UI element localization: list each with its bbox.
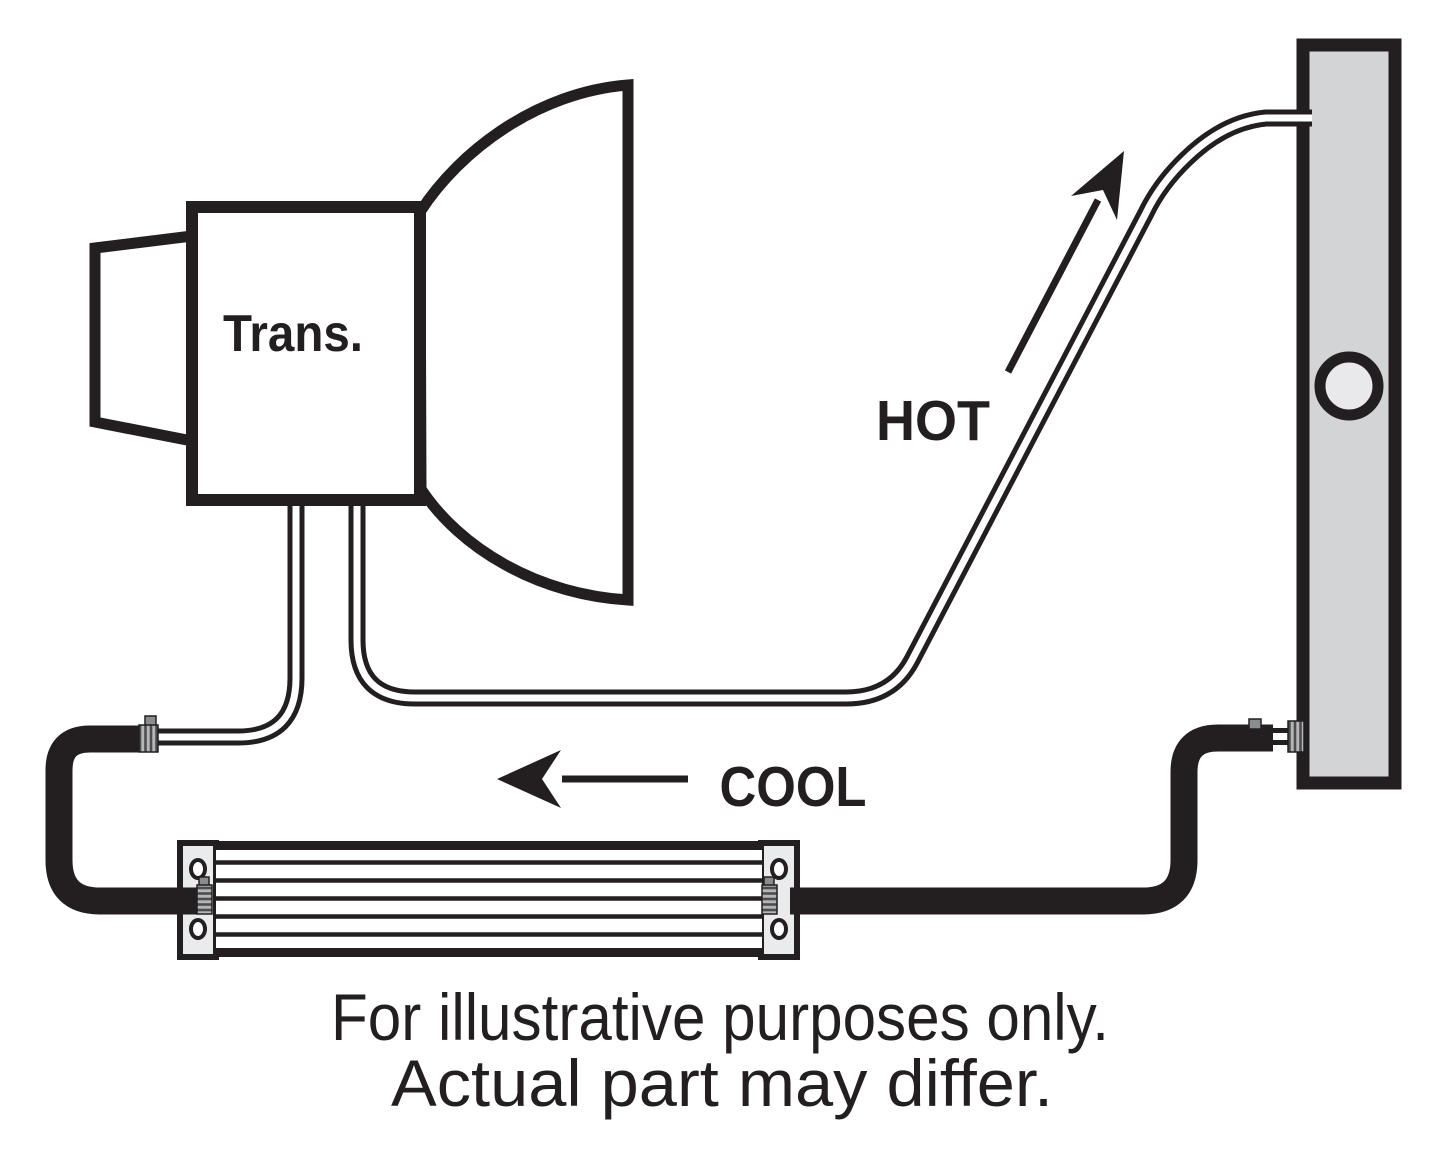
cooler-hoses: [45, 724, 1273, 915]
radiator-hose-nub: [1248, 718, 1262, 730]
transmission-label: Trans.: [223, 305, 363, 363]
hot-supply-line: [348, 109, 1312, 707]
cooler-mount-holes: [189, 858, 788, 940]
cooler-right-fitting: [761, 884, 778, 915]
cool-line-outer: [157, 498, 305, 746]
mount-hole: [770, 858, 788, 880]
radiator-to-cooler-hose: [790, 724, 1273, 915]
cool-arrow-icon: [497, 750, 561, 808]
hot-flow-annotation: HOT: [876, 151, 1124, 453]
mount-hole: [770, 918, 788, 940]
caption-line-2: Actual part may differ.: [391, 1046, 1053, 1120]
transmission-case: [186, 201, 426, 506]
radiator: [1296, 38, 1402, 790]
caption-line-1: For illustrative purposes only.: [331, 980, 1109, 1054]
hot-arrow-icon: [1071, 151, 1124, 220]
return-line-barb-fitting: [138, 724, 159, 753]
transmission-cooler: [177, 840, 800, 960]
cooler-bottom-edge: [216, 948, 762, 957]
mount-hole: [189, 858, 207, 880]
hot-label: HOT: [876, 389, 990, 453]
cooler-to-return-hose: [45, 725, 204, 915]
bell-housing: [414, 79, 634, 606]
transmission: Trans.: [89, 79, 634, 606]
cool-flow-annotation: COOL: [497, 750, 867, 819]
radiator-fitting: [1287, 720, 1305, 753]
radiator-cap: [1314, 351, 1384, 421]
cool-line-core: [157, 498, 300, 741]
hot-arrow-shaft: [1004, 198, 1102, 374]
cooler-left-fitting: [196, 884, 213, 915]
fittings: [138, 715, 1305, 915]
cool-label: COOL: [720, 755, 867, 819]
caption: For illustrative purposes only. Actual p…: [331, 980, 1109, 1120]
radiator-body: [1296, 38, 1402, 790]
mount-hole: [189, 918, 207, 940]
hot-line-core: [353, 114, 1312, 702]
cooler-top-edge: [216, 841, 762, 850]
cooler-tube-lines: [214, 860, 763, 937]
tail-housing: [89, 229, 198, 448]
